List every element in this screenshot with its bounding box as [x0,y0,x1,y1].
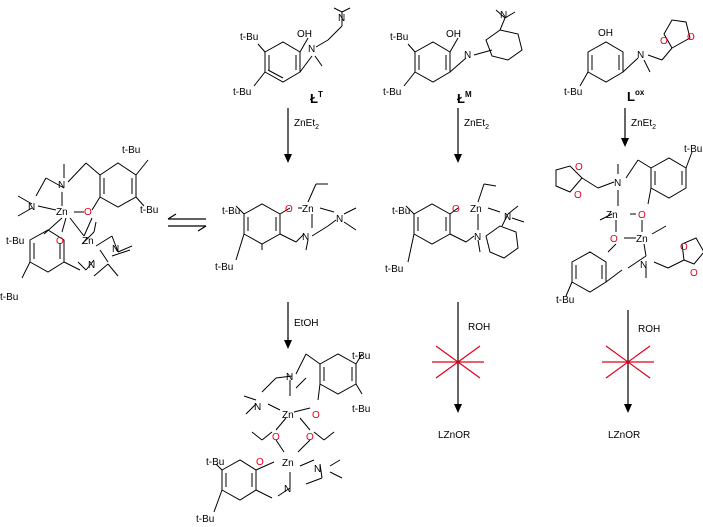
complex-LT-ZnEt: t-Bu t-Bu O Zn N N [215,183,357,273]
dimer-left: t-Bu t-Bu t-Bu t-Bu N N Zn O O Zn N N [0,145,158,303]
ligand-LM-oh: OH [446,29,461,40]
ligand-LT-n: N [308,44,315,55]
arrow-ROH-right: ROH LZnOR [602,310,660,441]
dimer-right-o2: O [610,234,618,245]
equilibrium-arrows [167,213,207,232]
reagent-zinc-label: ZnEt2 [294,118,319,131]
alkoxide-n1: N [286,372,293,383]
ligand-LOX: OH N O O t-Bu Lox [564,19,695,104]
complex-LT-n1: N [336,214,343,225]
dimer-right-o5: O [680,242,688,253]
dimer-left-n3: N [112,244,119,255]
ligand-LOX-tbu: t-Bu [564,87,582,98]
dimer-right-tbu-1: t-Bu [684,144,702,155]
dimer-left-zn2: Zn [82,236,94,247]
reagent-zinc-label: ZnEt2 [464,118,489,131]
complex-LT-tbu-top: t-Bu [222,206,240,217]
dimer-left-zn1: Zn [56,207,68,218]
dimer-left-o2: O [56,236,64,247]
complex-LT-zn: Zn [302,204,314,215]
dimer-right-o3: O [575,162,583,173]
reagent-ethanol-label: EtOH [294,318,318,329]
alkoxide-zn1: Zn [282,410,294,421]
complex-LM-n1: N [504,212,511,223]
alkoxide-zn2: Zn [282,458,294,469]
complex-LT-tbu-bottom: t-Bu [215,262,233,273]
ligand-LT-tbu-top: t-Bu [240,32,258,43]
dimer-right: t-Bu t-Bu N N Zn O O Zn O O O O [555,144,703,306]
complex-LM-n2: N [474,232,481,243]
reagent-roh-label: ROH [638,324,660,335]
alkoxide-o1: O [312,410,320,421]
arrow-LT-zinc: ZnEt2 [284,108,319,163]
dimer-left-tbu-1: t-Bu [122,145,140,156]
ligand-LM-n: N [464,50,471,61]
dimer-right-n1: N [614,178,621,189]
ligand-LT-label: ŁT [310,90,323,106]
dimer-right-zn1: Zn [606,210,618,221]
ligand-LM-n2: N [500,10,507,21]
dimer-alkoxide: t-Bu t-Bu t-Bu t-Bu N N Zn O O O O Zn N … [196,351,370,525]
reagent-zinc-label: ZnEt2 [631,118,656,131]
complex-LT-o: O [285,204,293,215]
product-right-label: LZnOR [608,430,640,441]
complex-LM-tbu-top: t-Bu [392,206,410,217]
dimer-left-tbu-3: t-Bu [6,236,24,247]
alkoxide-o4: O [256,457,264,468]
ligand-LM-tbu-top: t-Bu [390,32,408,43]
ligand-LM: OH N N t-Bu t-Bu ŁM [383,9,523,106]
dimer-left-tbu-4: t-Bu [0,292,18,303]
ligand-LT: OH N N t-Bu t-Bu ŁT [233,7,351,106]
dimer-left-n1: N [58,180,65,191]
ligand-LT-tbu-bottom: t-Bu [233,87,251,98]
ligand-LT-n2: N [338,13,345,24]
dimer-left-tbu-2: t-Bu [140,205,158,216]
ligand-LOX-n: N [637,50,644,61]
reagent-roh-label: ROH [468,322,490,333]
alkoxide-tbu-1: t-Bu [352,351,370,362]
complex-LM-ZnEt: t-Bu t-Bu O Zn N N [385,183,525,275]
arrow-ROH-middle: ROH LZnOR [432,302,490,441]
arrow-LOX-zinc: ZnEt2 [621,108,656,147]
alkoxide-o2: O [272,432,280,443]
alkoxide-n4: N [284,484,291,495]
dimer-right-tbu-2: t-Bu [556,295,574,306]
complex-LM-tbu-bottom: t-Bu [385,264,403,275]
ligand-LOX-oh: OH [598,28,613,39]
alkoxide-tbu-4: t-Bu [196,514,214,525]
arrow-ethanol: EtOH [284,302,318,349]
dimer-left-o1: O [84,207,92,218]
alkoxide-tbu-2: t-Bu [352,404,370,415]
complex-LM-zn: Zn [470,204,482,215]
alkoxide-n3: N [314,464,321,475]
alkoxide-o3: O [306,432,314,443]
ligand-LOX-label: Lox [627,88,645,104]
dimer-left-n4: N [88,260,95,271]
complex-LM-o: O [452,204,460,215]
product-middle-label: LZnOR [438,430,470,441]
dimer-right-o6: O [690,268,698,279]
ligand-LOX-o1: O [660,36,668,47]
ligand-LT-oh: OH [297,29,312,40]
arrow-LM-zinc: ZnEt2 [454,108,489,163]
dimer-right-o4: O [574,190,582,201]
ligand-LM-label: ŁM [457,90,472,106]
alkoxide-tbu-3: t-Bu [206,457,224,468]
complex-LT-n2: N [302,232,309,243]
alkoxide-n2: N [254,402,261,413]
ligand-LM-tbu-bottom: t-Bu [383,87,401,98]
dimer-left-n2: N [28,202,35,213]
dimer-right-o1: O [638,210,646,221]
dimer-right-n2: N [640,260,647,271]
dimer-right-zn2: Zn [636,234,648,245]
ligand-LOX-o2: O [687,32,695,43]
